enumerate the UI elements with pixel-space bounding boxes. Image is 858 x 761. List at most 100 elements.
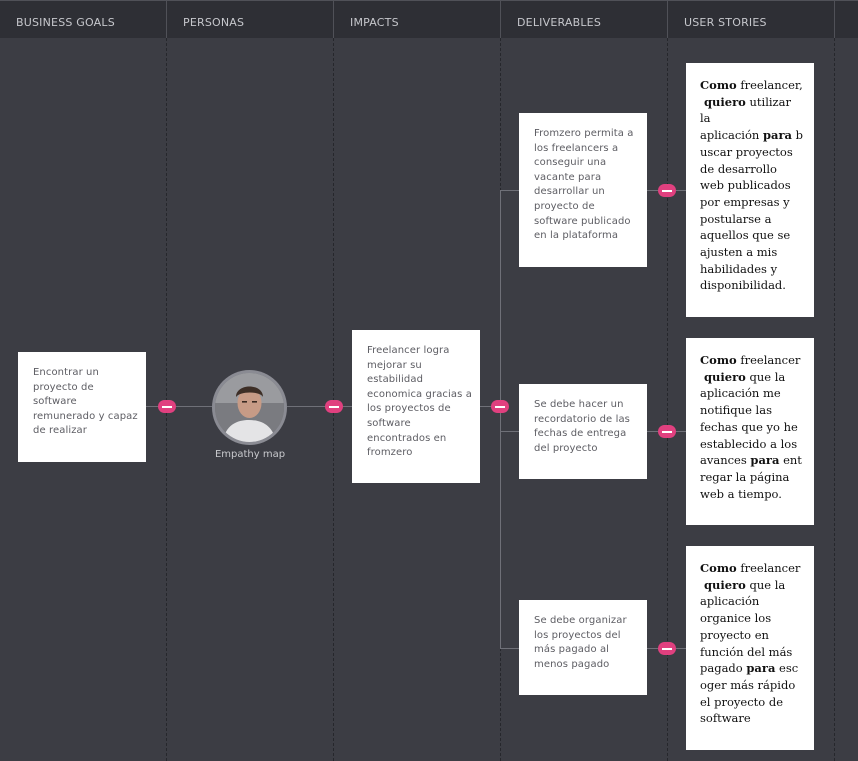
story-line: quiero utilizar — [700, 94, 806, 111]
collapse-toggle-button[interactable] — [325, 400, 343, 413]
story-text: función del más — [700, 644, 793, 659]
story-text: pagado — [700, 661, 747, 676]
text-line: Se debe organizar — [534, 615, 627, 626]
connector-line — [146, 406, 212, 407]
story-text: aplicación — [700, 128, 763, 143]
story-line: Como freelancer — [700, 352, 806, 369]
persona-label: Empathy map — [214, 449, 286, 460]
story-text: de desarrollo — [700, 161, 777, 176]
text-line: software publicado — [534, 215, 631, 227]
story-text: uscar proyectos — [700, 144, 793, 159]
text-line: remunerado y capaz — [33, 410, 138, 422]
text-line: del proyecto — [534, 442, 598, 454]
story-line: ajusten a mis — [700, 244, 806, 261]
column-header-user-stories: USER STORIES — [668, 1, 835, 39]
text-line: fechas de entrega — [534, 428, 627, 440]
keyword-bold: para — [750, 453, 780, 468]
connector-line — [500, 431, 519, 432]
collapse-toggle-button[interactable] — [658, 642, 676, 655]
text-line: software — [33, 396, 77, 408]
story-text: utilizar — [745, 94, 791, 109]
story-line: software — [700, 710, 806, 727]
story-line: quiero que la — [700, 577, 806, 594]
story-line: de desarrollo — [700, 161, 806, 178]
story-text: disponibilidad. — [700, 278, 786, 293]
collapse-toggle-button[interactable] — [491, 400, 509, 413]
story-text: web publicados — [700, 178, 791, 193]
story-text: web a tiempo. — [700, 486, 782, 501]
text-line: Encontrar un — [33, 367, 99, 378]
story-line: la — [700, 110, 806, 127]
story-text: freelancer, — [736, 78, 803, 92]
persona-avatar[interactable] — [212, 370, 287, 445]
story-text: regar la página — [700, 469, 790, 484]
keyword-bold: quiero — [700, 369, 746, 384]
text-line: Freelancer logra — [367, 345, 450, 356]
business-goal-text: Encontrar un proyecto de software remunerad… — [33, 366, 140, 439]
collapse-toggle-button[interactable] — [658, 184, 676, 197]
text-line: Se debe hacer un — [534, 399, 624, 410]
text-line: en la plataforma — [534, 230, 619, 242]
keyword-bold: Como — [700, 561, 737, 575]
story-text: proyecto en — [700, 627, 769, 642]
story-line: aplicación me — [700, 385, 806, 402]
column-divider — [166, 38, 167, 761]
story-line: habilidades y — [700, 261, 806, 278]
text-line: Fromzero permita a — [534, 128, 634, 139]
story-text: aquellos que se — [700, 228, 791, 243]
keyword-bold: quiero — [700, 94, 746, 109]
connector-line — [500, 190, 519, 191]
story-text: que la — [745, 577, 786, 592]
collapse-toggle-button[interactable] — [158, 400, 176, 413]
text-line: menos pagado — [534, 658, 610, 670]
text-line: proyecto de — [534, 200, 595, 212]
keyword-bold: Como — [700, 353, 737, 367]
column-header-bar: BUSINESS GOALS PERSONAS IMPACTS DELIVERA… — [0, 0, 858, 39]
story-line: función del más — [700, 644, 806, 661]
story-line: disponibilidad. — [700, 277, 806, 294]
text-line: estabilidad — [367, 374, 424, 386]
story-line: web a tiempo. — [700, 486, 806, 503]
story-line: notifique las — [700, 402, 806, 419]
story-line: postularse a — [700, 211, 806, 228]
story-text: esc — [775, 661, 799, 676]
story-text: software — [700, 711, 751, 726]
column-divider — [667, 38, 668, 761]
story-text: freelancer — [736, 353, 801, 367]
column-header-personas: PERSONAS — [167, 1, 334, 39]
column-divider — [834, 38, 835, 761]
text-line: los proyectos de — [367, 403, 451, 415]
collapse-toggle-button[interactable] — [658, 425, 676, 438]
story-text: b — [792, 128, 804, 143]
text-line: economica gracias a — [367, 388, 472, 400]
column-header-deliverables: DELIVERABLES — [501, 1, 668, 39]
text-line: encontrados en — [367, 432, 447, 444]
text-line: desarrollar un — [534, 186, 605, 198]
business-goal-card[interactable]: Encontrar un proyecto de software remunerad… — [18, 352, 146, 462]
story-text: el proyecto de — [700, 694, 784, 709]
connector-line — [500, 648, 519, 649]
story-text: aplicación — [700, 594, 760, 609]
text-line: conseguir una — [534, 157, 607, 169]
text-line: proyecto de — [33, 381, 94, 393]
keyword-bold: para — [746, 661, 776, 676]
story-text: que la — [745, 369, 786, 384]
person-photo-icon — [215, 373, 284, 442]
story-line: fechas que yo he — [700, 419, 806, 436]
story-line: Como freelancer, — [700, 77, 806, 94]
story-line: aquellos que se — [700, 227, 806, 244]
story-line: oger más rápido — [700, 677, 806, 694]
keyword-bold: para — [762, 128, 792, 143]
keyword-bold: Como — [700, 78, 737, 92]
